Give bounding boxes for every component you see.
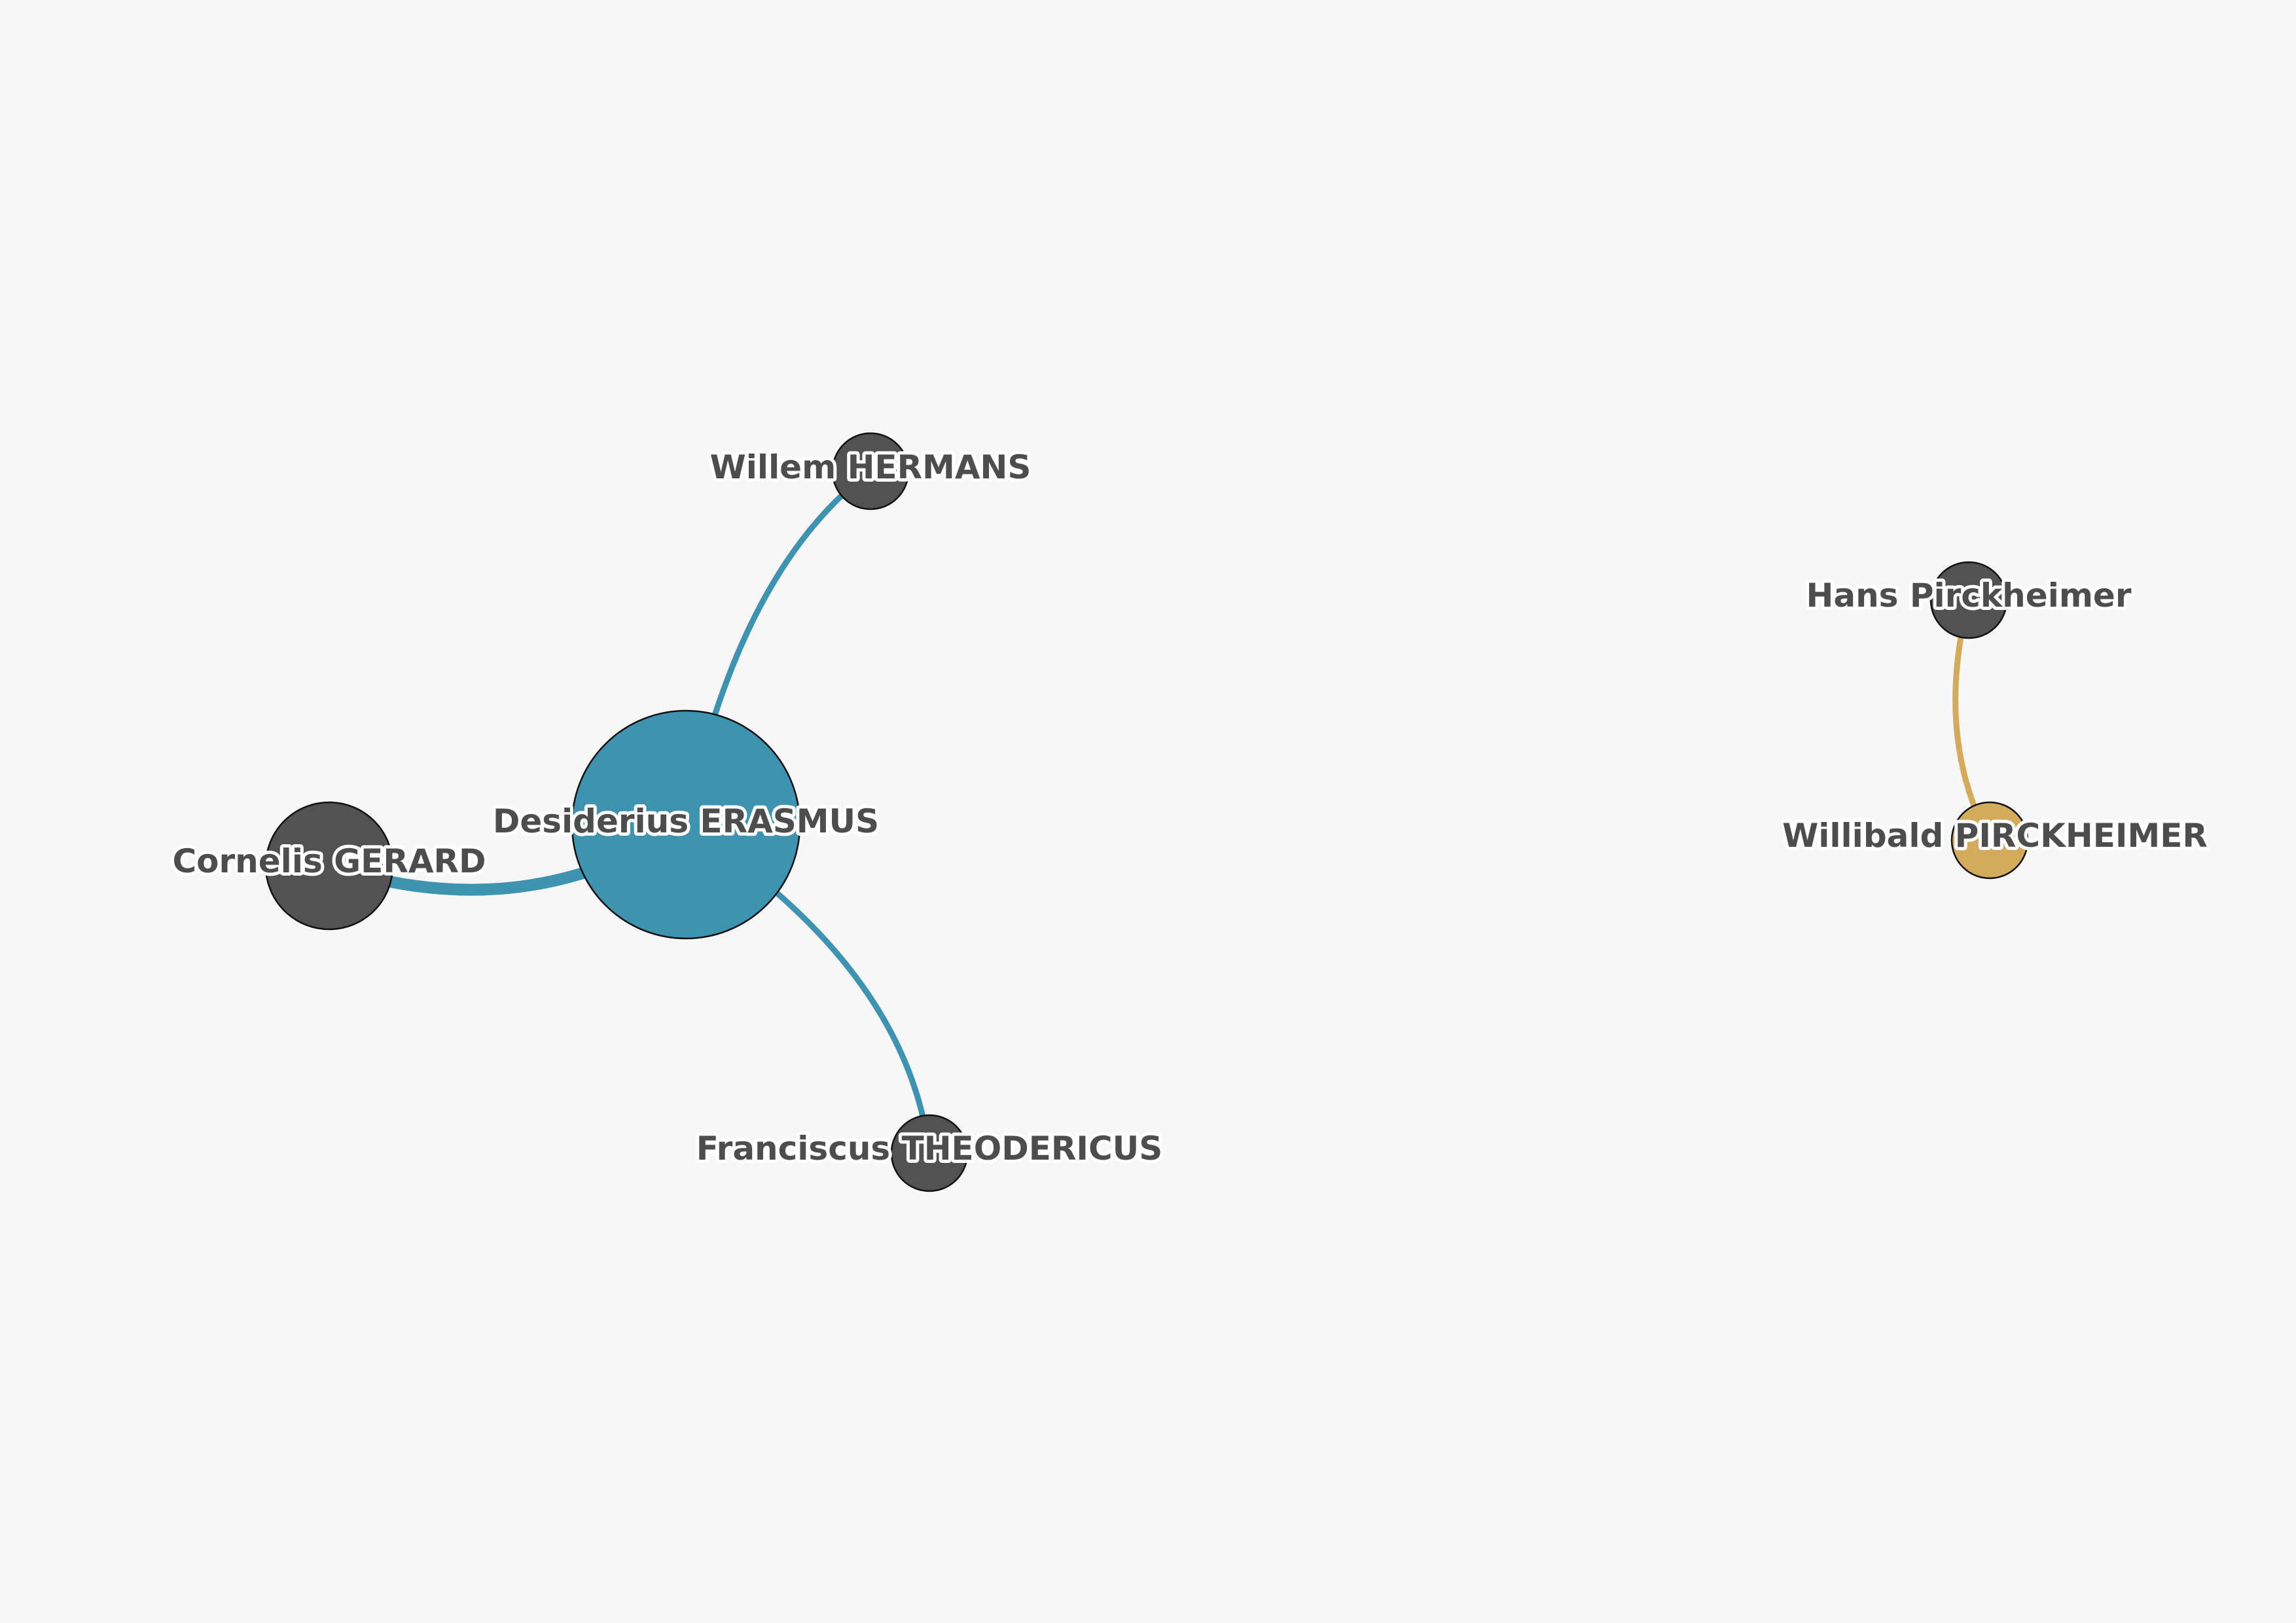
node-label-erasmus: Desiderius ERASMUS <box>493 802 879 840</box>
node-willibald[interactable] <box>1950 801 2029 880</box>
node-label-hans: Hans Pirckheimer <box>1806 577 2132 615</box>
node-label-gerard: Cornelis GERARD <box>172 842 486 880</box>
node-label-theodericus: Franciscus THEODERICUS <box>696 1130 1163 1168</box>
node-label-hermans: Willem HERMANS <box>710 448 1031 486</box>
node-hermans[interactable] <box>831 432 910 510</box>
node-theodericus[interactable] <box>890 1114 969 1192</box>
nodes-layer <box>264 432 2029 1192</box>
node-hans[interactable] <box>1929 561 2008 639</box>
node-gerard[interactable] <box>264 801 394 931</box>
node-label-willibald: Willibald PIRCKHEIMER <box>1782 817 2208 855</box>
node-erasmus[interactable] <box>571 709 801 940</box>
